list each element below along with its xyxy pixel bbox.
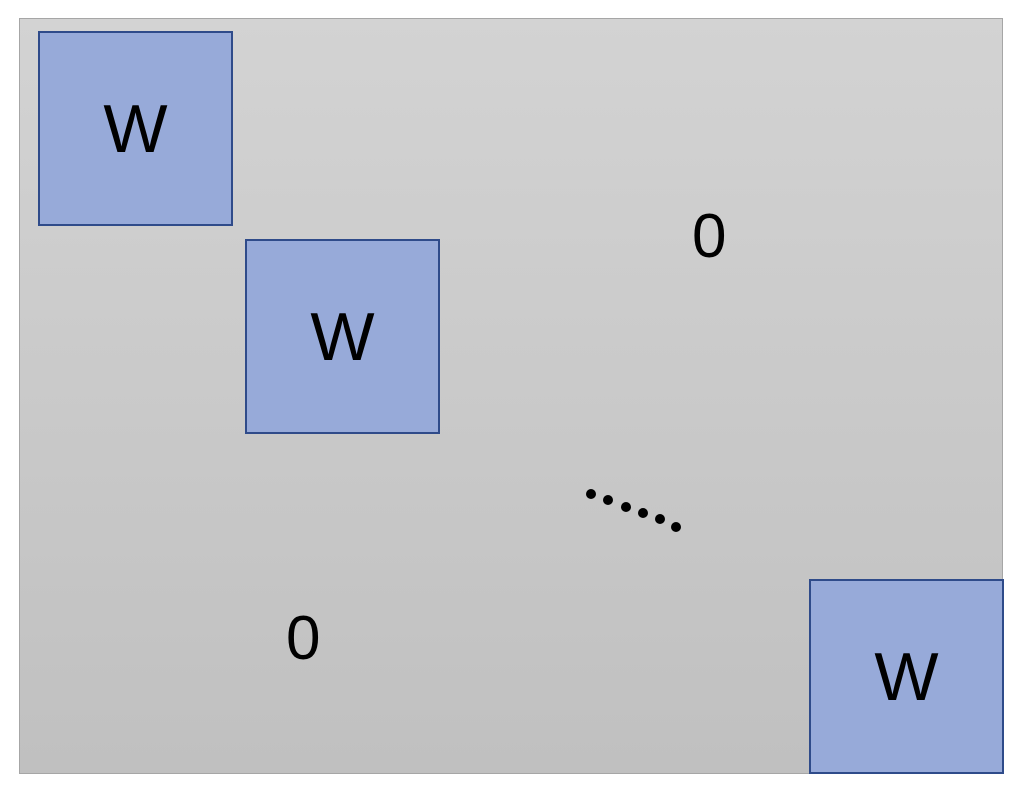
lower-zero-label: 0 <box>286 604 321 673</box>
ellipsis-dot <box>655 514 665 524</box>
ellipsis-dot <box>586 489 596 499</box>
ellipsis-dot <box>638 508 648 518</box>
upper-zero-label: 0 <box>692 202 727 271</box>
ellipsis-dot <box>621 502 631 512</box>
ellipsis-dot <box>671 522 681 532</box>
diagonal-block-1: W <box>38 31 233 226</box>
ellipsis-dot <box>603 495 613 505</box>
block-diagonal-matrix: W W W 0 0 <box>19 18 1004 774</box>
diagonal-block-2: W <box>245 239 440 434</box>
diagonal-block-3: W <box>809 579 1004 774</box>
